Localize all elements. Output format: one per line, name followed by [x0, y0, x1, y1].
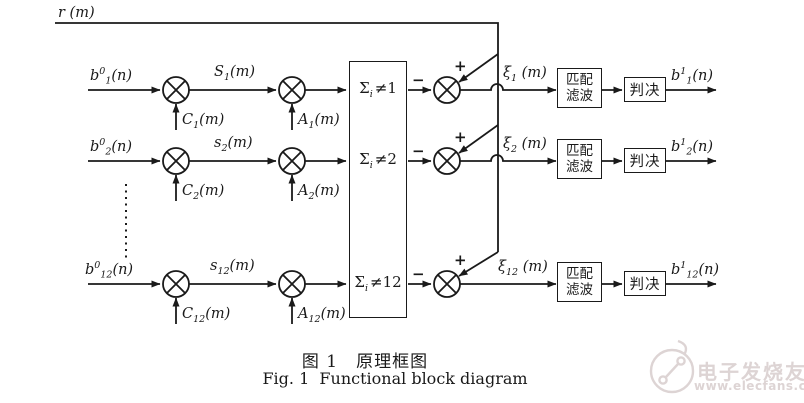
sum-box-label: Σi≠2	[359, 150, 397, 171]
watermark-url: www.elecfans.com	[694, 379, 804, 393]
minus-sign: −	[412, 142, 425, 160]
elecfans-logo-icon	[649, 339, 695, 394]
matched-filter-box: 匹配滤波	[557, 68, 602, 108]
adder-feed-diagonal-1	[458, 53, 499, 83]
figure-caption-en: Fig. 1 Functional block diagram	[262, 369, 528, 388]
spread-signal-label: s12(m)	[210, 258, 255, 277]
decision-box: 判决	[624, 148, 666, 173]
multiplier-node	[162, 270, 190, 298]
output-signal-label: b11(n)	[671, 66, 714, 87]
figure-caption-cn: 图 1 原理框图	[301, 352, 429, 372]
output-signal-label: b112(n)	[671, 260, 720, 281]
output-signal-label: b12(n)	[671, 137, 714, 158]
r-signal-wire	[55, 22, 499, 252]
multiplier-node	[162, 147, 190, 175]
matched-filter-box: 匹配滤波	[557, 139, 602, 179]
adder-feed-diagonal-3	[458, 251, 499, 277]
adder-node	[433, 147, 461, 175]
multiplier-node	[162, 76, 190, 104]
residual-signal-label: ξ2 (m)	[503, 136, 547, 155]
xi-wire-hop	[460, 154, 557, 165]
amplitude-signal-label: A12(m)	[298, 306, 346, 325]
input-signal-label: b012(n)	[85, 260, 134, 281]
sum-box-label: Σi≠12	[354, 273, 402, 294]
xi-wire-hop	[460, 83, 557, 94]
interference-sum-box	[349, 61, 407, 318]
plus-sign: +	[454, 128, 467, 146]
minus-sign: −	[412, 71, 425, 89]
adder-node	[433, 270, 461, 298]
r-signal-label: r (m)	[58, 5, 95, 21]
sum-box-label: Σi≠1	[359, 79, 397, 100]
decision-box: 判决	[624, 77, 666, 102]
multiplier-node	[278, 270, 306, 298]
spread-signal-label: s2(m)	[214, 135, 253, 154]
minus-sign: −	[412, 265, 425, 283]
plus-sign: +	[454, 251, 467, 269]
decision-box: 判决	[624, 271, 666, 296]
amplitude-signal-label: A1(m)	[298, 112, 340, 131]
adder-node	[433, 76, 461, 104]
residual-signal-label: ξ12 (m)	[498, 259, 548, 278]
multiplier-node	[278, 76, 306, 104]
plus-sign: +	[454, 57, 467, 75]
watermark-brand: 电子发烧友	[697, 360, 804, 384]
spread-signal-label: S1(m)	[214, 64, 256, 83]
amplitude-signal-label: A2(m)	[298, 183, 340, 202]
multiplier-node	[278, 147, 306, 175]
adder-feed-diagonal-2	[458, 124, 499, 154]
input-signal-label: b02(n)	[90, 137, 133, 158]
code-signal-label: C1(m)	[182, 112, 225, 131]
code-signal-label: C2(m)	[182, 183, 225, 202]
input-signal-label: b01(n)	[90, 66, 133, 87]
matched-filter-box: 匹配滤波	[557, 262, 602, 302]
code-signal-label: C12(m)	[182, 306, 231, 325]
residual-signal-label: ξ1 (m)	[503, 65, 547, 84]
